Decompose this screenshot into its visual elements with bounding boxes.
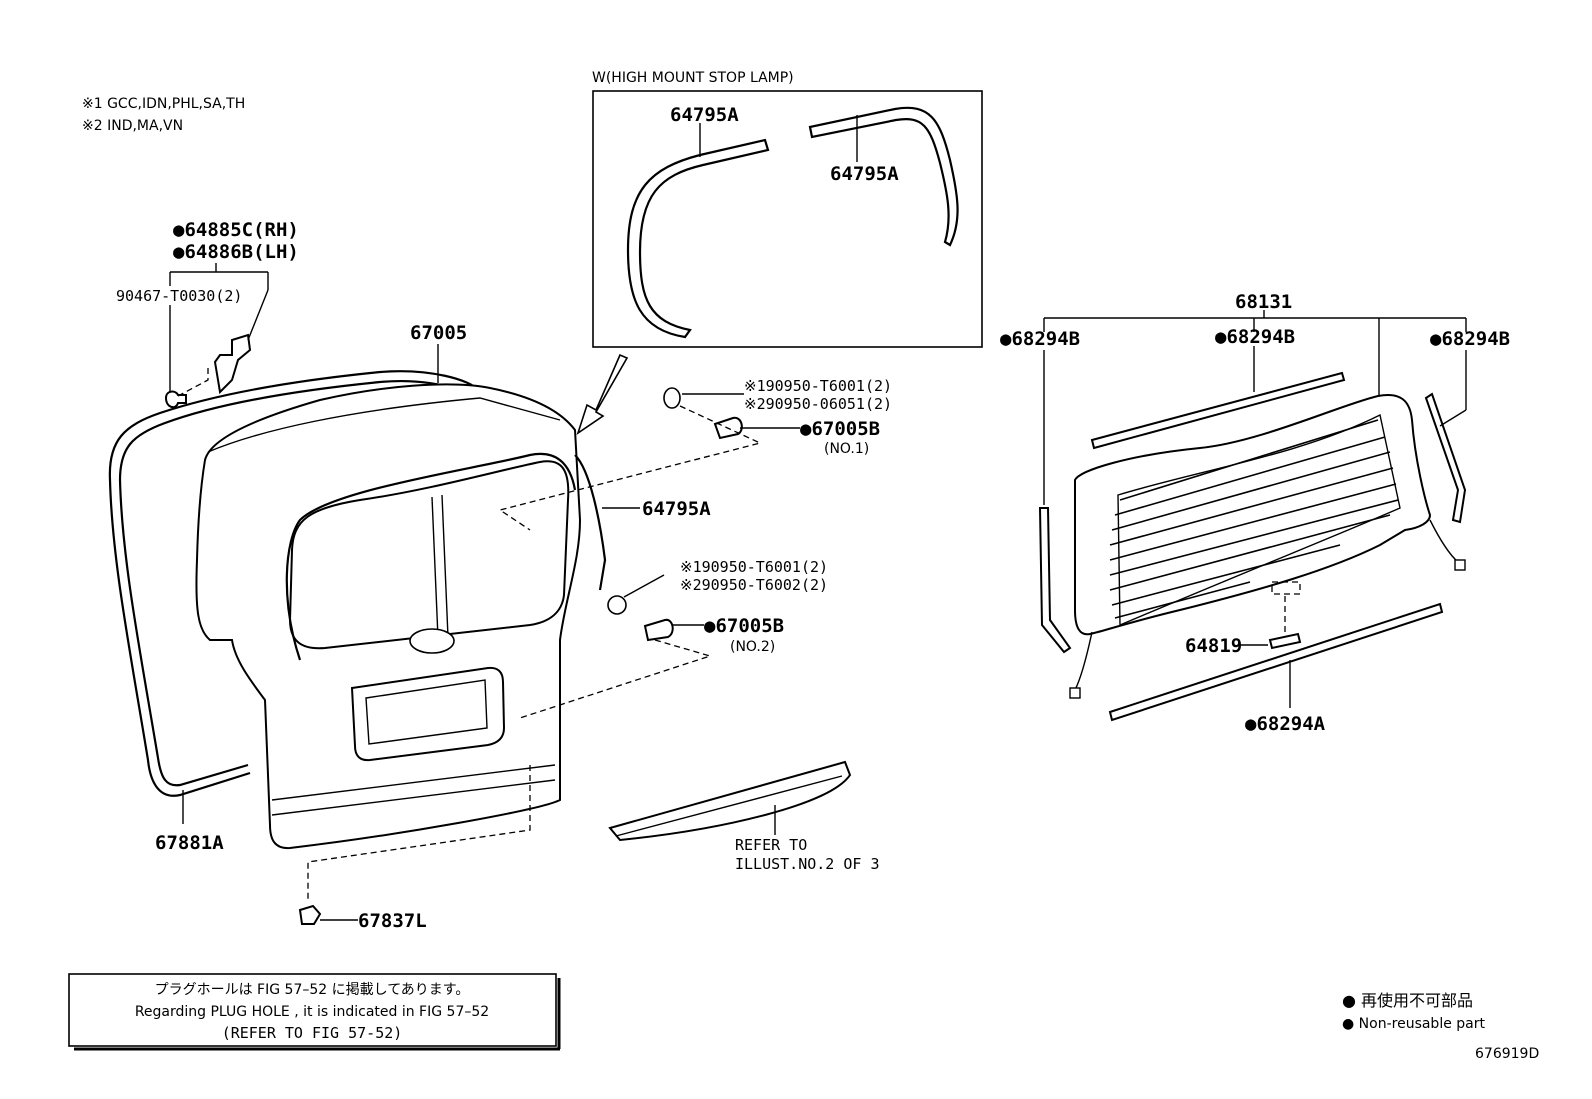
inset-part-64795a-right: 64795A — [830, 163, 899, 185]
part-label-67005b-1: ●67005B — [800, 418, 880, 440]
part-label-90950-t6001-2: ※190950-T6001(2) — [680, 558, 828, 576]
part-label-64886b: ●64886B(LH) — [173, 241, 299, 263]
part-label-90950-t6002: ※290950-T6002(2) — [680, 576, 828, 594]
part-label-90950-t6001-1: ※190950-T6001(2) — [744, 377, 892, 395]
cushion-67005b-no2 — [643, 618, 674, 642]
part-label-67837l: 67837L — [358, 910, 427, 932]
plug-hole-note-jp: プラグホールは FIG 57–52 に掲載してあります。 — [155, 982, 470, 998]
inset-weatherstrip-left — [626, 138, 770, 339]
hole-plug-1 — [663, 387, 681, 409]
part-label-90950-06051: ※290950-06051(2) — [744, 395, 892, 413]
moulding-68294b-right — [1424, 392, 1467, 524]
hole-plug-2 — [607, 595, 627, 615]
market-note-2: ※2 IND,MA,VN — [82, 118, 183, 134]
part-label-68294b-right: ●68294B — [1430, 328, 1510, 350]
part-label-67881a: 67881A — [155, 832, 224, 854]
cushion-67837l — [298, 904, 322, 925]
glass-marker-dash — [1271, 581, 1301, 595]
refer-line-2: ILLUST.NO.2 OF 3 — [735, 855, 880, 873]
inset-arrow — [576, 353, 629, 435]
part-label-67005: 67005 — [410, 322, 467, 344]
hinge-bracket — [213, 333, 252, 395]
moulding-68294b-left — [1038, 507, 1072, 654]
door-weatherstrip-64795a — [574, 454, 607, 591]
plug-hole-note-refer: (REFER TO FIG 57-52) — [222, 1024, 403, 1042]
plug-hole-note-en: Regarding PLUG HOLE , it is indicated in… — [135, 1004, 489, 1020]
part-label-67005b-2-no: (NO.2) — [730, 639, 775, 655]
plug-hole-note: プラグホールは FIG 57–52 に掲載してあります。 Regarding P… — [68, 973, 561, 1051]
legend-non-reusable-jp: ● 再使用不可部品 — [1342, 991, 1473, 1010]
part-label-68131: 68131 — [1235, 291, 1292, 313]
part-label-90467: 90467-T0030(2) — [116, 287, 242, 305]
high-mount-stop-lamp — [608, 760, 852, 842]
legend-non-reusable-en: ● Non-reusable part — [1342, 1016, 1485, 1032]
market-note-1: ※1 GCC,IDN,PHL,SA,TH — [82, 96, 245, 112]
inset-title: W(HIGH MOUNT STOP LAMP) — [592, 70, 794, 86]
moulding-68294a — [1108, 602, 1444, 722]
part-label-64819: 64819 — [1185, 635, 1242, 657]
part-label-68294b-left: ●68294B — [1000, 328, 1080, 350]
stop-lamp-inset: W(HIGH MOUNT STOP LAMP) 64795A 64795A — [592, 70, 983, 348]
inset-weatherstrip-right — [808, 106, 959, 247]
part-label-68294a: ●68294A — [1245, 713, 1326, 735]
glass-panel — [1074, 394, 1432, 636]
part-label-64795a: 64795A — [642, 498, 711, 520]
part-label-67005b-2: ●67005B — [704, 615, 784, 637]
moulding-68294b-top — [1090, 371, 1346, 450]
part-label-68294b-center: ●68294B — [1215, 326, 1295, 348]
clip-90467 — [164, 390, 187, 409]
part-label-67005b-1-no: (NO.1) — [824, 441, 869, 457]
refer-line-1: REFER TO — [735, 836, 807, 854]
back-door-assembly — [108, 370, 582, 850]
back-door-glass-68131 — [1038, 310, 1467, 722]
inset-part-64795a-left: 64795A — [670, 104, 739, 126]
figure-id: 676919D — [1475, 1046, 1539, 1062]
inset-frame — [592, 90, 983, 348]
part-label-64885c: ●64885C(RH) — [173, 219, 299, 241]
door-emblem — [409, 628, 455, 654]
door-glass-opening — [288, 460, 570, 650]
license-plate-recess — [350, 666, 506, 762]
mark-64819 — [1268, 632, 1302, 650]
